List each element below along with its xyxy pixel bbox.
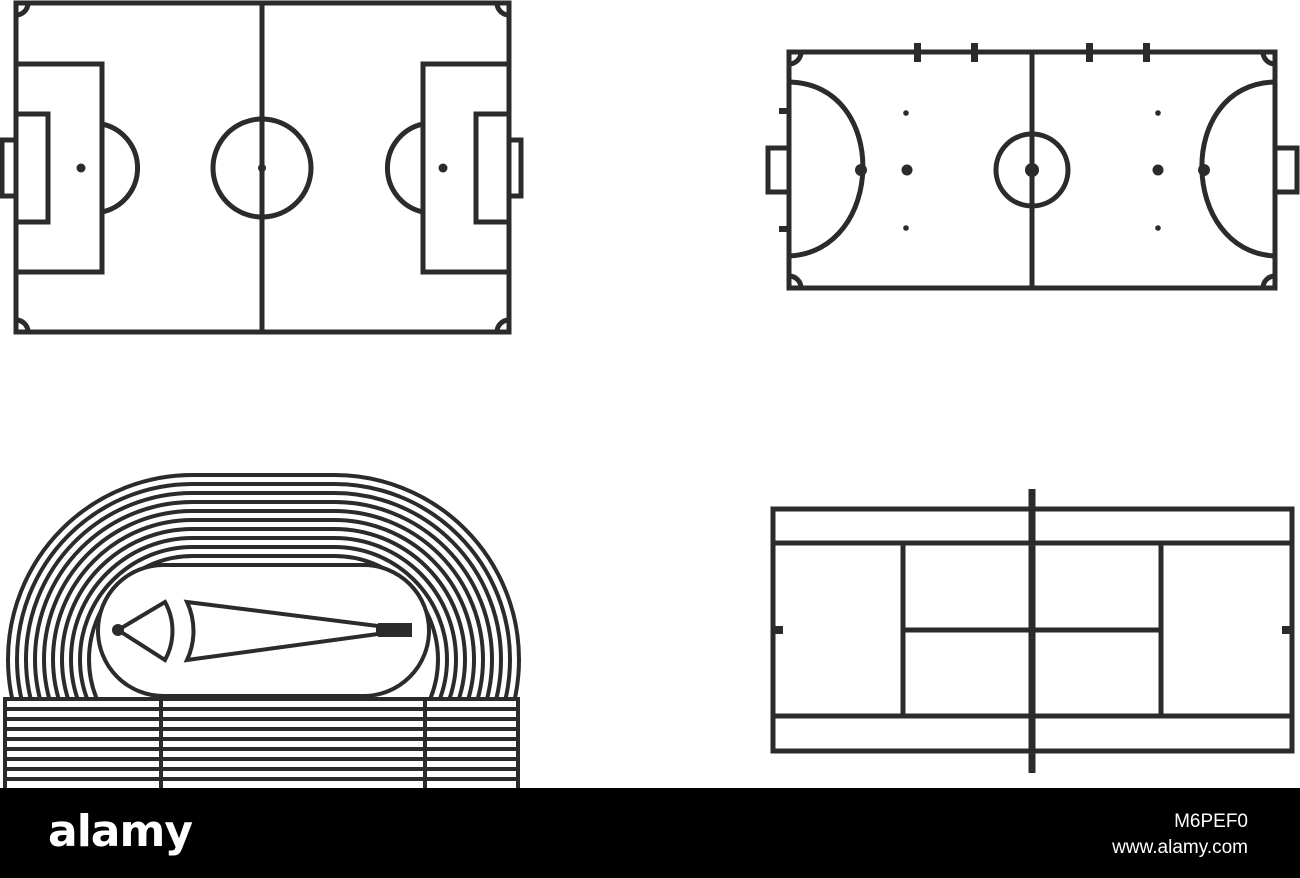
tennis-court-icon [770,489,1295,773]
soccer-field-icon [0,0,524,335]
running-track-icon [3,473,521,788]
site-url[interactable]: www.alamy.com [1112,837,1248,858]
futsal-court-icon [765,43,1300,291]
brand-logo[interactable]: alamy [48,806,193,857]
image-id: M6PEF0 [1174,811,1248,832]
footer-bar: alamy M6PEF0 www.alamy.com [0,788,1300,878]
icon-canvas [0,0,1300,788]
